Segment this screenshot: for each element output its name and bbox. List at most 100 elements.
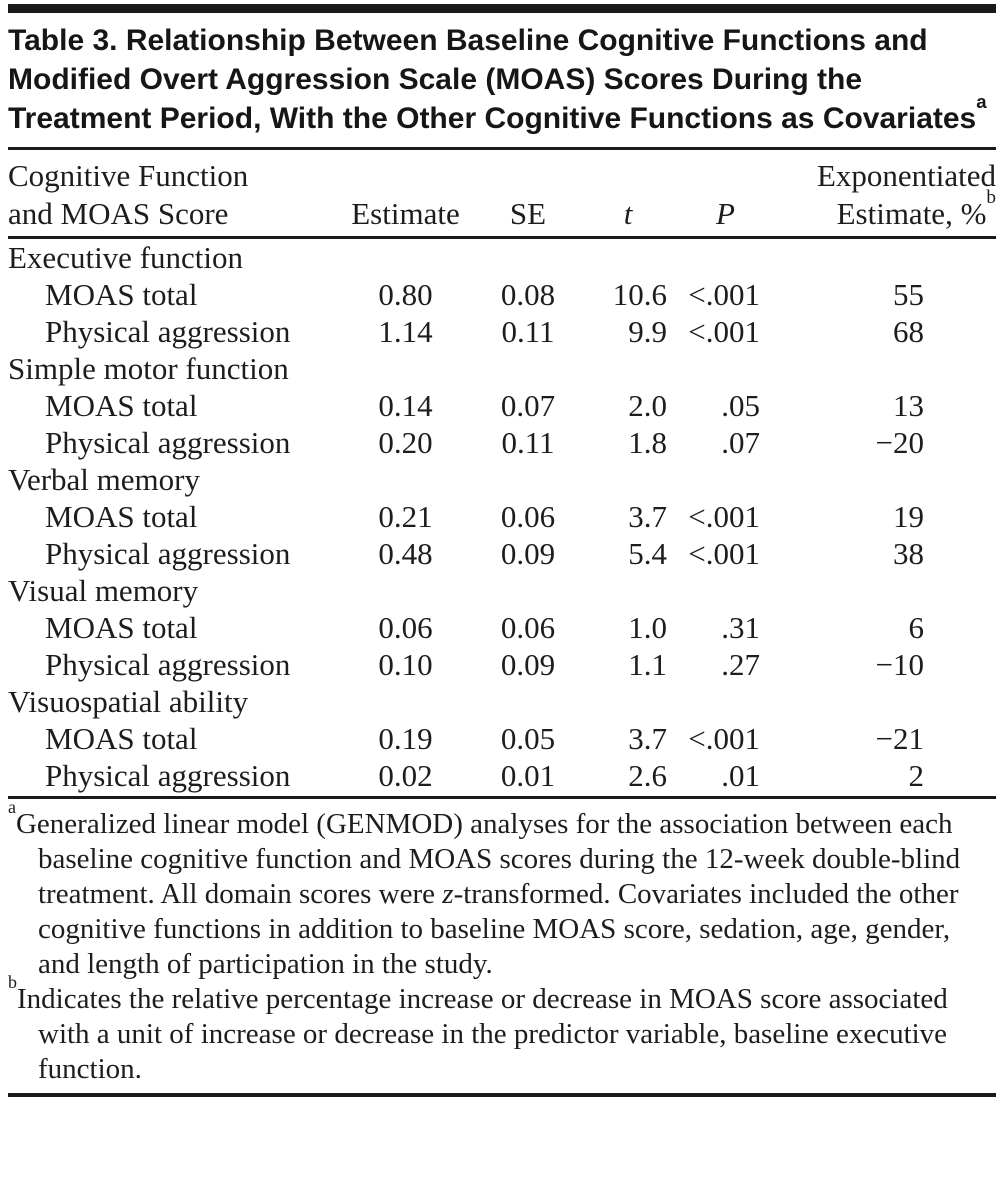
column-header-t: t — [583, 150, 673, 239]
se-value: 0.01 — [500, 758, 556, 793]
t-value: 2.0 — [628, 388, 667, 423]
t-value: 2.6 — [628, 758, 667, 793]
journal-table-page: Table 3. Relationship Between Baseline C… — [0, 4, 1004, 1097]
se-value: 0.06 — [500, 499, 556, 534]
se-value: 0.09 — [500, 647, 556, 682]
p-value: <.001 — [688, 721, 760, 756]
table-row: Physical aggression 0.20 0.11 1.8 .07 −20 — [8, 424, 996, 461]
exp-estimate-value: 6 — [908, 610, 925, 645]
p-value: <.001 — [688, 499, 760, 534]
group-label: Verbal memory — [8, 462, 200, 497]
exp-estimate-value: 38 — [893, 536, 924, 571]
exp-estimate-value: 13 — [893, 388, 924, 423]
estimate-value: 0.80 — [378, 277, 433, 312]
t-value: 3.7 — [628, 721, 667, 756]
t-value: 3.7 — [628, 499, 667, 534]
p-value: <.001 — [688, 277, 760, 312]
stub-header-line1: Cognitive Function — [8, 158, 249, 193]
exp-estimate-value: 2 — [908, 758, 925, 793]
p-value: <.001 — [688, 314, 760, 349]
footnote-marker: a — [8, 797, 16, 818]
footnote-text-italic: z — [442, 878, 454, 910]
table-row: MOAS total 0.21 0.06 3.7 <.001 19 — [8, 498, 996, 535]
row-label: Physical aggression — [45, 758, 291, 793]
row-label: MOAS total — [45, 721, 198, 756]
t-value: 10.6 — [612, 277, 667, 312]
row-label: MOAS total — [45, 277, 198, 312]
group-header-row: Verbal memory — [8, 461, 996, 498]
row-label: MOAS total — [45, 610, 198, 645]
group-header-row: Simple motor function — [8, 350, 996, 387]
p-value: .31 — [721, 610, 760, 645]
table-row: Physical aggression 0.10 0.09 1.1 .27 −10 — [8, 646, 996, 683]
exp-estimate-value: 68 — [893, 314, 924, 349]
estimate-value: 1.14 — [378, 314, 433, 349]
rule-under-title — [8, 147, 996, 150]
p-value: .01 — [721, 758, 760, 793]
p-value: <.001 — [688, 536, 760, 571]
se-value: 0.08 — [500, 277, 556, 312]
exp-header-line2: Estimate, % — [836, 196, 987, 231]
rule-above-footnotes — [8, 796, 996, 799]
table-title: Table 3. Relationship Between Baseline C… — [8, 21, 996, 138]
table-top-rule — [8, 4, 996, 13]
se-value: 0.06 — [500, 610, 556, 645]
estimate-value: 0.10 — [378, 647, 433, 682]
column-header-se: SE — [473, 150, 583, 239]
p-value: .05 — [721, 388, 760, 423]
column-header-estimate: Estimate — [338, 150, 473, 239]
exp-header-footnote-marker: b — [986, 187, 996, 209]
estimate-value: 0.06 — [378, 610, 433, 645]
t-value: 1.1 — [628, 647, 667, 682]
t-value: 1.8 — [628, 425, 667, 460]
p-value: .27 — [721, 647, 760, 682]
group-header-row: Executive function — [8, 238, 996, 277]
exp-estimate-value: −20 — [875, 425, 924, 460]
se-value: 0.09 — [500, 536, 556, 571]
group-label: Simple motor function — [8, 351, 289, 386]
column-header-p: P — [673, 150, 778, 239]
estimate-value: 0.20 — [378, 425, 433, 460]
exp-estimate-value: −21 — [875, 721, 924, 756]
t-value: 9.9 — [628, 314, 667, 349]
se-value: 0.11 — [501, 314, 555, 349]
footnote-text: Indicates the relative percentage increa… — [16, 983, 948, 1085]
se-value: 0.05 — [500, 721, 556, 756]
row-label: Physical aggression — [45, 536, 291, 571]
group-label: Executive function — [8, 240, 243, 275]
footnote-b: bIndicates the relative percentage incre… — [8, 973, 996, 1087]
exp-estimate-value: 19 — [893, 499, 924, 534]
estimate-value: 0.48 — [378, 536, 433, 571]
footnote-marker: b — [8, 972, 17, 993]
stub-header-line2: and MOAS Score — [8, 196, 229, 231]
footnote-text: Generalized linear model (GENMOD) analys… — [15, 808, 961, 910]
exp-header-line1: Exponentiated — [816, 158, 996, 193]
table-title-footnote-marker: a — [976, 90, 987, 112]
row-label: MOAS total — [45, 388, 198, 423]
row-label: Physical aggression — [45, 647, 291, 682]
footnote-text: -transformed. Covariates included the ot… — [38, 878, 959, 980]
p-value: .07 — [721, 425, 760, 460]
exp-estimate-value: −10 — [875, 647, 924, 682]
table-bottom-rule — [8, 1093, 996, 1097]
t-value: 5.4 — [628, 536, 667, 571]
se-value: 0.07 — [500, 388, 556, 423]
row-label: MOAS total — [45, 499, 198, 534]
table-title-text: Table 3. Relationship Between Baseline C… — [8, 24, 977, 135]
group-label: Visuospatial ability — [8, 684, 249, 719]
table-row: MOAS total 0.14 0.07 2.0 .05 13 — [8, 387, 996, 424]
estimate-value: 0.21 — [378, 499, 433, 534]
se-value: 0.11 — [501, 425, 555, 460]
estimate-value: 0.14 — [378, 388, 433, 423]
footnote-a: aGeneralized linear model (GENMOD) analy… — [8, 798, 996, 982]
row-label: Physical aggression — [45, 425, 291, 460]
group-label: Visual memory — [8, 573, 199, 608]
